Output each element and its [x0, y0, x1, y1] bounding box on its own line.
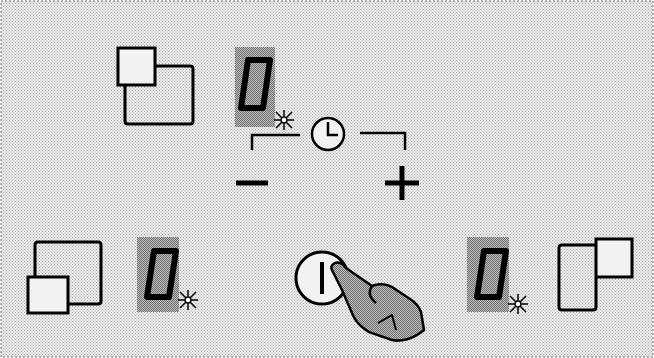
- finger-icon: [330, 261, 426, 342]
- bottom-left-display-indicator-icon: [178, 290, 198, 310]
- clock-icon: [310, 116, 346, 152]
- timer-plus-button[interactable]: [385, 166, 419, 200]
- bottom-right-display: [467, 237, 528, 314]
- zone-top-left-icon[interactable]: [116, 46, 195, 126]
- bottom-left-display: [137, 237, 198, 312]
- top-display: [235, 47, 294, 130]
- top-display-digit: [238, 57, 273, 111]
- top-display-indicator-icon: [274, 110, 294, 130]
- zone-top-right-icon[interactable]: [557, 237, 634, 312]
- timer-bracket: [250, 131, 407, 150]
- bottom-right-display-digit: [474, 248, 509, 300]
- bottom-right-display-indicator-icon: [508, 294, 528, 314]
- bottom-left-display-digit: [144, 248, 179, 300]
- zone-bottom-left-icon[interactable]: [26, 240, 103, 315]
